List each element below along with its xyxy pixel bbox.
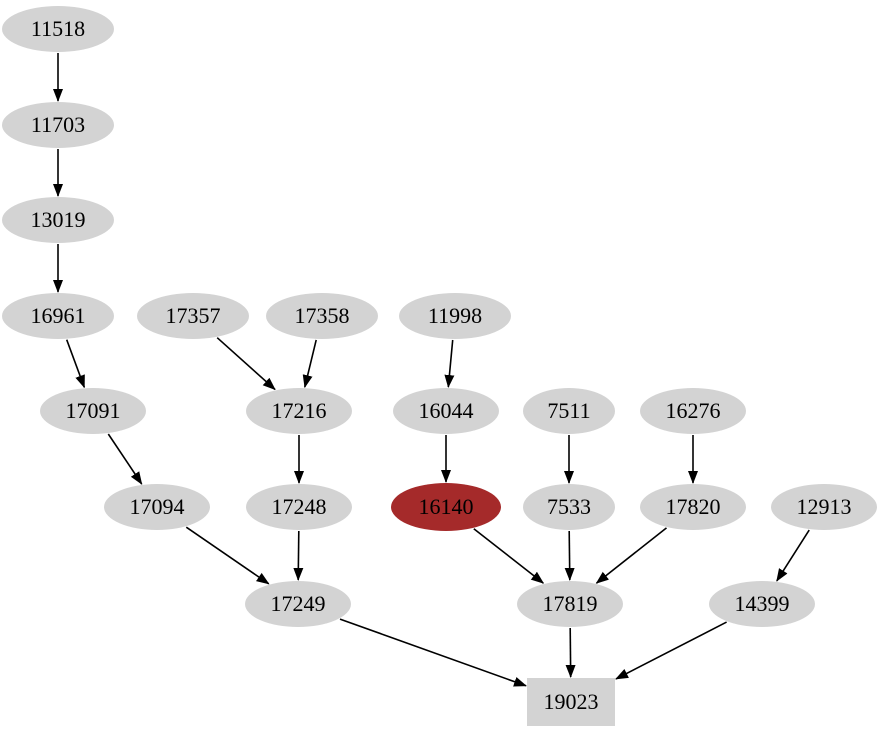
node-label-11998: 11998 [428, 303, 482, 328]
graph-node-14399: 14399 [709, 581, 815, 627]
node-label-16044: 16044 [419, 398, 474, 423]
node-ellipse-17249 [245, 581, 351, 627]
node-ellipse-11518 [2, 6, 114, 52]
node-label-17358: 17358 [295, 303, 350, 328]
edge-14399-19023 [615, 621, 727, 680]
graph-node-17249: 17249 [245, 581, 351, 627]
node-ellipse-17820 [640, 484, 746, 530]
graph-node-16276: 16276 [640, 388, 746, 434]
node-label-14399: 14399 [735, 591, 790, 616]
edge-16140-17819 [473, 528, 545, 584]
graph-node-17094: 17094 [104, 484, 210, 530]
graph-node-13019: 13019 [2, 197, 114, 243]
node-ellipse-17248 [246, 484, 352, 530]
node-label-12913: 12913 [797, 494, 852, 519]
node-label-16276: 16276 [666, 398, 721, 423]
edge-17357-17216 [216, 337, 276, 391]
graph-node-11998: 11998 [399, 293, 511, 339]
node-layer: 11518 11703 13019 16961 17357 17358 11998 17091… [2, 6, 877, 726]
node-label-16140: 16140 [419, 494, 474, 519]
node-label-19023: 19023 [544, 689, 599, 714]
graph-node-17820: 17820 [640, 484, 746, 530]
edge-16961-17091 [65, 339, 86, 389]
node-label-13019: 13019 [31, 207, 86, 232]
edge-17820-17819 [595, 527, 667, 584]
graph-node-16961: 16961 [2, 293, 114, 339]
node-label-17248: 17248 [272, 494, 327, 519]
node-ellipse-16276 [640, 388, 746, 434]
node-ellipse-13019 [2, 197, 114, 243]
graph-node-17819: 17819 [517, 581, 623, 627]
node-label-17094: 17094 [130, 494, 185, 519]
edge-11998-16044 [444, 339, 455, 388]
node-ellipse-11998 [399, 293, 511, 339]
highlighted-node-ellipse-16140 [391, 483, 501, 531]
edge-7533-17819 [564, 530, 575, 581]
node-ellipse-11703 [2, 102, 114, 148]
edge-layer [53, 53, 810, 687]
node-ellipse-12913 [771, 484, 877, 530]
graph-node-12913: 12913 [771, 484, 877, 530]
node-ellipse-14399 [709, 581, 815, 627]
graph-node-11518: 11518 [2, 6, 114, 52]
node-label-11518: 11518 [31, 16, 85, 41]
node-label-7533: 7533 [547, 494, 591, 519]
node-ellipse-17091 [40, 388, 146, 434]
node-label-17820: 17820 [666, 494, 721, 519]
node-label-17249: 17249 [271, 591, 326, 616]
node-ellipse-17094 [104, 484, 210, 530]
node-ellipse-7511 [523, 388, 615, 434]
edge-12913-14399 [776, 529, 810, 582]
graph-node-7533: 7533 [523, 484, 615, 530]
node-label-7511: 7511 [547, 398, 590, 423]
node-ellipse-16044 [393, 388, 499, 434]
graph-node-17091: 17091 [40, 388, 146, 434]
node-ellipse-17357 [137, 293, 249, 339]
node-ellipse-17216 [246, 388, 352, 434]
node-ellipse-17358 [266, 293, 378, 339]
node-label-17819: 17819 [543, 591, 598, 616]
graph-node-16044: 16044 [393, 388, 499, 434]
graph-node-7511: 7511 [523, 388, 615, 434]
edge-17358-17216 [302, 339, 317, 389]
node-ellipse-7533 [523, 484, 615, 530]
graph-node-16140: 16140 [391, 483, 501, 531]
graph-node-17358: 17358 [266, 293, 378, 339]
graph-node-17357: 17357 [137, 293, 249, 339]
node-ellipse-16961 [2, 293, 114, 339]
node-ellipse-17819 [517, 581, 623, 627]
node-label-17091: 17091 [66, 398, 121, 423]
node-label-17216: 17216 [272, 398, 327, 423]
edge-17248-17249 [293, 530, 304, 581]
node-box-19023 [527, 678, 615, 726]
node-label-16961: 16961 [31, 303, 86, 328]
node-label-11703: 11703 [31, 112, 85, 137]
graph-node-17216: 17216 [246, 388, 352, 434]
edge-17819-19023 [565, 627, 576, 678]
graph-node-17248: 17248 [246, 484, 352, 530]
graph-node-11703: 11703 [2, 102, 114, 148]
node-label-17357: 17357 [166, 303, 221, 328]
edge-17094-17249 [185, 526, 270, 585]
edge-17249-19023 [339, 618, 527, 687]
edge-17091-17094 [107, 433, 143, 485]
graph-node-19023: 19023 [527, 678, 615, 726]
